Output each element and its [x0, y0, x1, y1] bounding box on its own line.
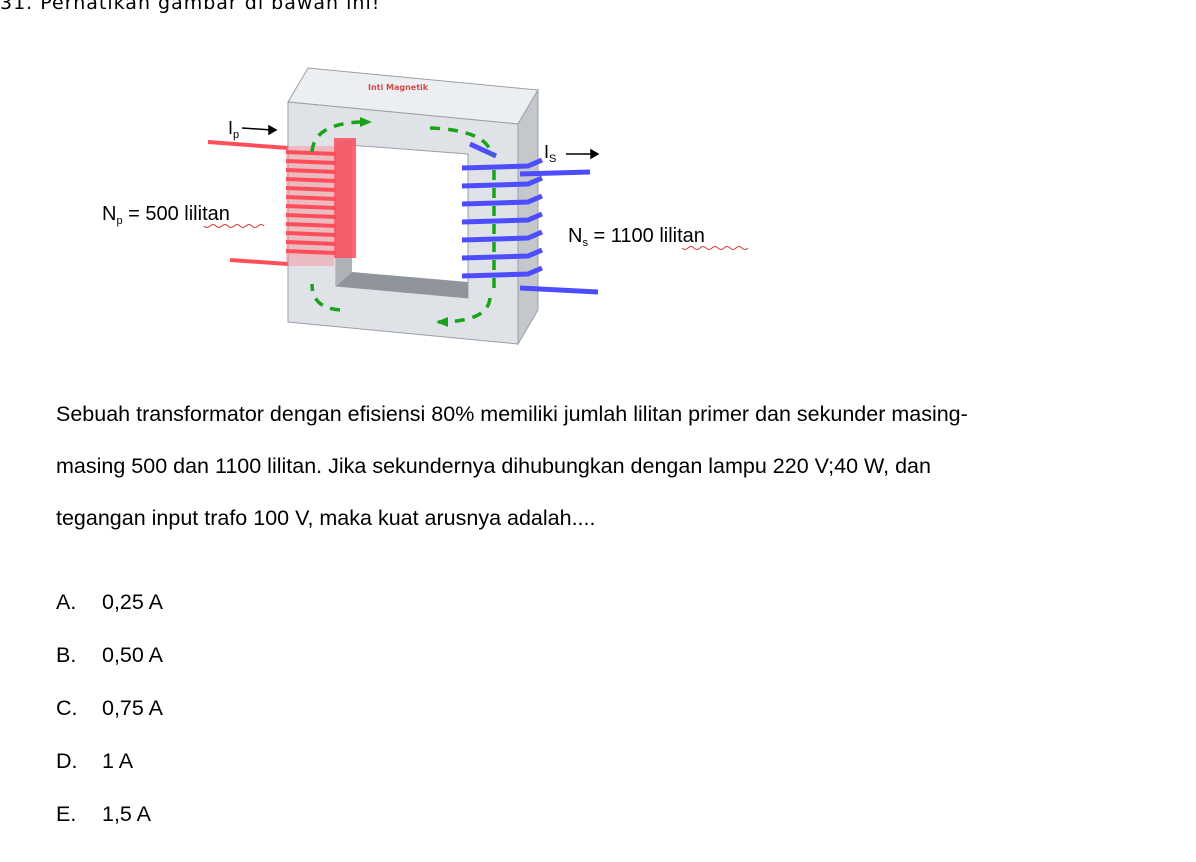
body-line-2: masing 500 dan 1100 lilitan. Jika sekund… [56, 454, 931, 478]
ns-label: Ns = 1100 lilitan [568, 225, 705, 249]
option-text: 1 A [102, 749, 134, 773]
option-text: 0,75 A [102, 696, 163, 720]
body-line-3: tegangan input trafo 100 V, maka kuat ar… [56, 506, 596, 530]
flux-arrowheads [360, 117, 448, 327]
secondary-coil [461, 141, 599, 295]
option-e[interactable]: E. 1,5 A [56, 802, 163, 855]
answer-options: A. 0,25 A B. 0,50 A C. 0,75 A D. 1 A E. … [56, 590, 163, 855]
question-body: Sebuah transformator dengan efisiensi 80… [56, 388, 1176, 544]
option-b[interactable]: B. 0,50 A [56, 643, 163, 696]
ip-label: Ip [228, 118, 239, 141]
option-letter: E. [56, 802, 77, 826]
question-number: 31. [0, 0, 34, 14]
option-c[interactable]: C. 0,75 A [56, 696, 163, 749]
question-prompt: Perhatikan gambar di bawah ini! [40, 0, 381, 14]
ns-underline [681, 246, 749, 250]
current-arrows [241, 124, 600, 160]
option-letter: C. [56, 696, 78, 720]
core-window-bottom [336, 272, 468, 298]
option-letter: A. [56, 590, 77, 614]
np-underline [203, 224, 265, 228]
option-letter: B. [56, 643, 77, 667]
core-label: Inti Magnetik [368, 83, 429, 92]
option-letter: D. [56, 749, 78, 773]
option-text: 0,50 A [102, 643, 163, 667]
option-text: 0,25 A [102, 590, 163, 614]
option-d[interactable]: D. 1 A [56, 749, 163, 802]
primary-coil [207, 138, 356, 266]
flux-arrows [310, 120, 496, 324]
transformer-diagram: Inti Magnetik [102, 67, 749, 346]
np-label: Np = 500 lilitan [102, 203, 230, 227]
option-text: 1,5 A [102, 802, 152, 826]
is-label: IS [544, 142, 556, 165]
body-line-1: Sebuah transformator dengan efisiensi 80… [56, 402, 968, 426]
option-a[interactable]: A. 0,25 A [56, 590, 163, 643]
question-header: 31. Perhatikan gambar di bawah ini! [0, 0, 380, 14]
transformer-figure: Inti Magnetik [90, 60, 790, 360]
